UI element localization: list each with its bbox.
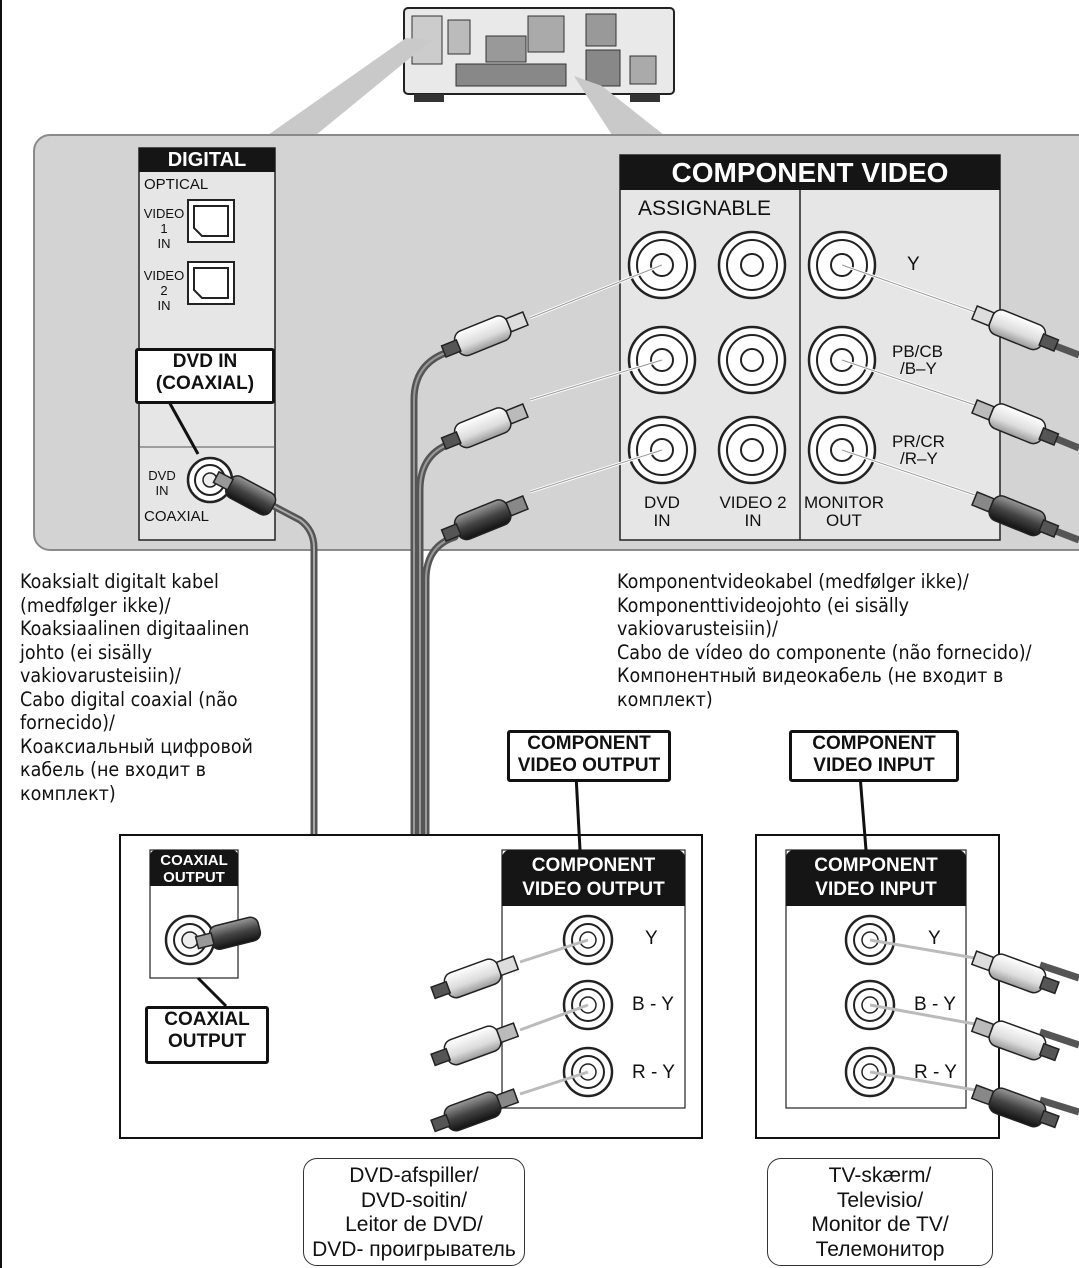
pb-label: PB/CB/B–Y [892, 342, 944, 378]
dvd-by-label: B - Y [632, 994, 674, 1015]
rca-plugs-panel [212, 305, 1060, 543]
pr-label: PR/CR/R–Y [892, 432, 945, 468]
y-label: Y [907, 254, 920, 275]
assignable-label: ASSIGNABLE [638, 197, 772, 220]
tv-caption: TV-skærm/ Televisio/ Monitor de TV/ Теле… [767, 1158, 993, 1266]
dvd-in-coaxial-callout: DVD IN(COAXIAL) [135, 348, 275, 404]
tv-y-label: Y [928, 928, 941, 949]
component-video-header: COMPONENT VIDEO [620, 155, 1000, 190]
coaxial-jack-dvd-in[interactable] [186, 456, 234, 504]
dvd-player-caption: DVD-afspiller/ DVD-soitin/ Leitor de DVD… [303, 1158, 525, 1266]
optical-jack-video2[interactable] [187, 261, 235, 305]
dvd-ry-label: R - Y [632, 1062, 675, 1083]
receiver-unit-illustration [403, 7, 675, 102]
optical-label: OPTICAL [144, 176, 209, 193]
tv-by-label: B - Y [914, 994, 956, 1015]
dvd-y-label: Y [645, 928, 658, 949]
coaxial-label: COAXIAL [144, 508, 210, 525]
optical-jack-video1[interactable] [187, 199, 235, 243]
component-cable-description: Komponentvideokabel (medfølger ikke)/ Ko… [617, 570, 1032, 711]
coaxial-cable-description: Koaksialt digitalt kabel (medfølger ikke… [20, 570, 253, 805]
tv-ry-label: R - Y [914, 1062, 957, 1083]
digital-header: DIGITAL [139, 148, 275, 172]
component-jacks[interactable] [627, 230, 877, 485]
